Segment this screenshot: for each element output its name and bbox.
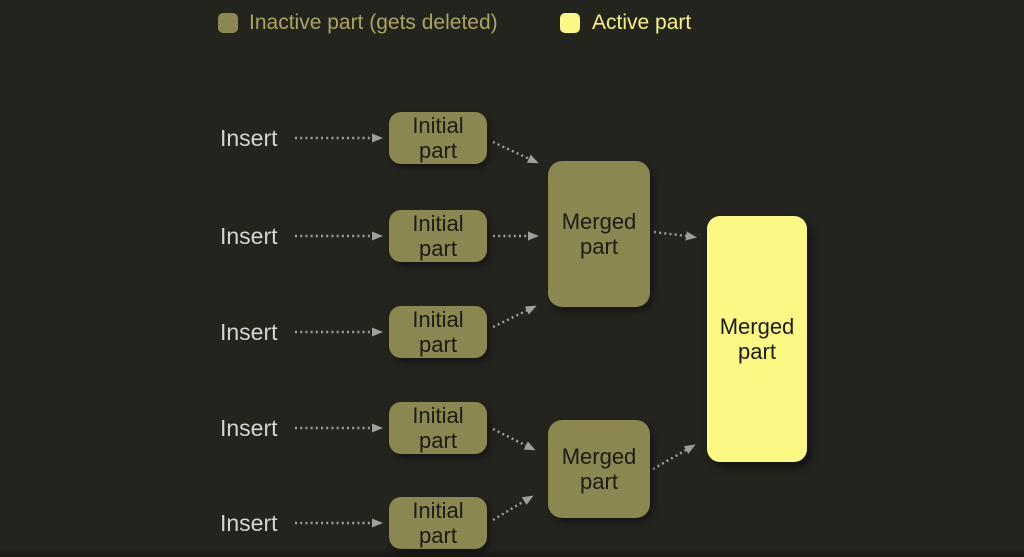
insert-label-5: Insert <box>220 510 278 536</box>
active-part-legend-label: Active part <box>592 11 692 34</box>
initial-part-box-3: Initial part <box>389 306 487 358</box>
initial-part-label: Initial part <box>412 403 464 453</box>
insert-label-4: Insert <box>220 415 278 441</box>
active-part-swatch-icon <box>560 13 580 33</box>
initial-part-label: Initial part <box>412 307 464 357</box>
initial-part-box-1: Initial part <box>389 112 487 164</box>
merged-part-label: Merged part <box>561 209 637 259</box>
arrow-initial4-to-merged2 <box>492 427 536 451</box>
insert-label-3: Insert <box>220 319 278 345</box>
arrow-initial1-to-merged1 <box>492 140 539 164</box>
initial-part-box-2: Initial part <box>389 210 487 262</box>
merged-part-box-2: Merged part <box>548 420 650 518</box>
insert-label-2: Insert <box>220 223 278 249</box>
inactive-part-swatch-icon <box>218 13 238 33</box>
merged-part-label: Merged part <box>561 444 637 494</box>
arrow-merged1-to-final <box>653 230 697 241</box>
final-merged-part-box: Merged part <box>707 216 807 462</box>
arrow-merged2-to-final <box>652 444 696 471</box>
initial-part-box-5: Initial part <box>389 497 487 549</box>
final-merged-part-label: Merged part <box>719 314 795 364</box>
bottom-edge-shade <box>0 547 1024 557</box>
initial-part-label: Initial part <box>412 498 464 548</box>
initial-part-box-4: Initial part <box>389 402 487 454</box>
initial-part-label: Initial part <box>412 211 464 261</box>
merged-part-box-1: Merged part <box>548 161 650 307</box>
arrow-initial5-to-merged2 <box>492 495 534 522</box>
arrow-initial3-to-merged1 <box>492 305 537 329</box>
insert-label-1: Insert <box>220 125 278 151</box>
inactive-part-legend-label: Inactive part (gets deleted) <box>249 11 498 34</box>
initial-part-label: Initial part <box>412 113 464 163</box>
